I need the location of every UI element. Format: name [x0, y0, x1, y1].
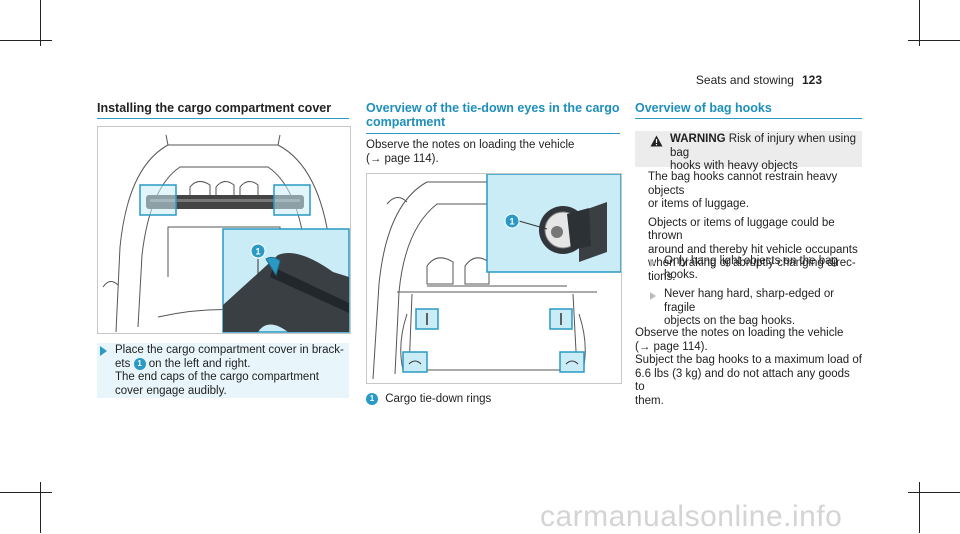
bullet-item: Only hang light objects on the bag hooks… [664, 255, 862, 282]
body-line: The bag hooks cannot restrain heavy obje… [648, 171, 838, 197]
page-number: 123 [801, 73, 822, 87]
warning-fragment: Risk of injury when using bag [670, 133, 856, 159]
crop-mark [40, 0, 41, 46]
warning-line: WARNING Risk of injury when using bag [670, 133, 860, 160]
figure-callout-label: 1 [509, 217, 514, 227]
title-rule [97, 118, 349, 119]
bullet-item: Never hang hard, sharp-edged or fragile … [664, 288, 862, 329]
section-name: Seats and stowing [695, 73, 794, 87]
intro-line: Observe the notes on loading the vehicle [366, 139, 575, 151]
bullet-arrow-icon [650, 259, 656, 267]
instruction-arrow-icon [100, 346, 107, 356]
instruction-line: Place the cargo compartment cover in bra… [115, 344, 344, 356]
figure-tiedown-rings: 1 [366, 173, 622, 384]
bullet-line: hooks. [664, 268, 698, 281]
body-line: or items of luggage. [648, 198, 750, 210]
instruction-line: cover engage audibly. [115, 384, 227, 397]
body-line: Subject the bag hooks to a maximum load … [635, 354, 862, 366]
crop-mark [0, 492, 52, 493]
body-line: them. [635, 394, 664, 407]
title-rule [635, 118, 862, 119]
callout-badge: 1 [366, 393, 378, 405]
watermark: carmanualsonline.info [540, 500, 843, 533]
body-line: (→ page 114). [635, 340, 708, 353]
section-title-baghooks: Overview of bag hooks [635, 101, 772, 115]
body-line: when braking or abruptly changing direc- [648, 257, 856, 269]
section-title-tiedown: Overview of the tie-down eyes in the car… [366, 101, 620, 129]
warning-line: hooks with heavy objects [670, 160, 798, 172]
warning-label: WARNING [670, 133, 726, 145]
figure-callout-label: 1 [255, 247, 260, 257]
body-line: Objects or items of luggage could be thr… [648, 216, 835, 243]
crop-mark [908, 40, 960, 41]
intro-line: (→ page 114). [366, 152, 439, 165]
section-title-install: Installing the cargo compartment cover [97, 101, 332, 115]
crop-mark [40, 482, 41, 533]
instruction-line: ets 1 on the left and right. [115, 357, 351, 372]
instruction-fragment: ets [115, 357, 134, 370]
body-line: around and thereby hit vehicle occupants [648, 243, 858, 256]
bullet-arrow-icon [650, 292, 656, 300]
instruction-line: The end caps of the cargo compartment [115, 371, 319, 384]
warning-text: WARNING Risk of injury when using bag ho… [670, 133, 860, 174]
tiedown-intro: Observe the notes on loading the vehicle… [366, 139, 620, 166]
title-line: compartment [366, 115, 446, 129]
bag-hooks-body: The bag hooks cannot restrain heavy obje… [648, 171, 862, 284]
crop-mark [919, 482, 920, 533]
warning-triangle-icon [650, 135, 663, 147]
tiedown-illustration: 1 [372, 174, 621, 380]
bullet-line: objects on the bag hooks. [664, 315, 796, 327]
figure-legend: 1 Cargo tie-down rings [366, 393, 491, 407]
title-line: Overview of the tie-down eyes in the car… [366, 101, 620, 115]
crop-mark [908, 492, 960, 493]
legend-label: Cargo tie-down rings [385, 393, 492, 406]
bullet-line: Never hang hard, sharp-edged or fragile [664, 288, 835, 314]
cargo-cover-illustration: 1 [102, 134, 350, 333]
callout-badge: 1 [133, 357, 146, 370]
loading-notes: Observe the notes on loading the vehicle… [635, 327, 862, 408]
warning-box [635, 131, 862, 167]
bullet-line: Only hang light objects on the bag [664, 255, 838, 267]
body-line: Observe the notes on loading the vehicle [635, 327, 844, 339]
body-line: 6.6 lbs (3 kg) and do not attach any goo… [635, 367, 850, 394]
crop-mark [0, 40, 52, 41]
title-rule [366, 133, 620, 134]
figure-cargo-cover: 1 [97, 126, 351, 334]
running-header: Seats and stowing 123 [696, 73, 822, 87]
instruction-text: Place the cargo compartment cover in bra… [115, 344, 351, 398]
instruction-fragment: on the left and right. [145, 357, 251, 370]
body-line: tions. [648, 270, 676, 283]
crop-mark [919, 0, 920, 46]
instruction-box [97, 343, 349, 398]
